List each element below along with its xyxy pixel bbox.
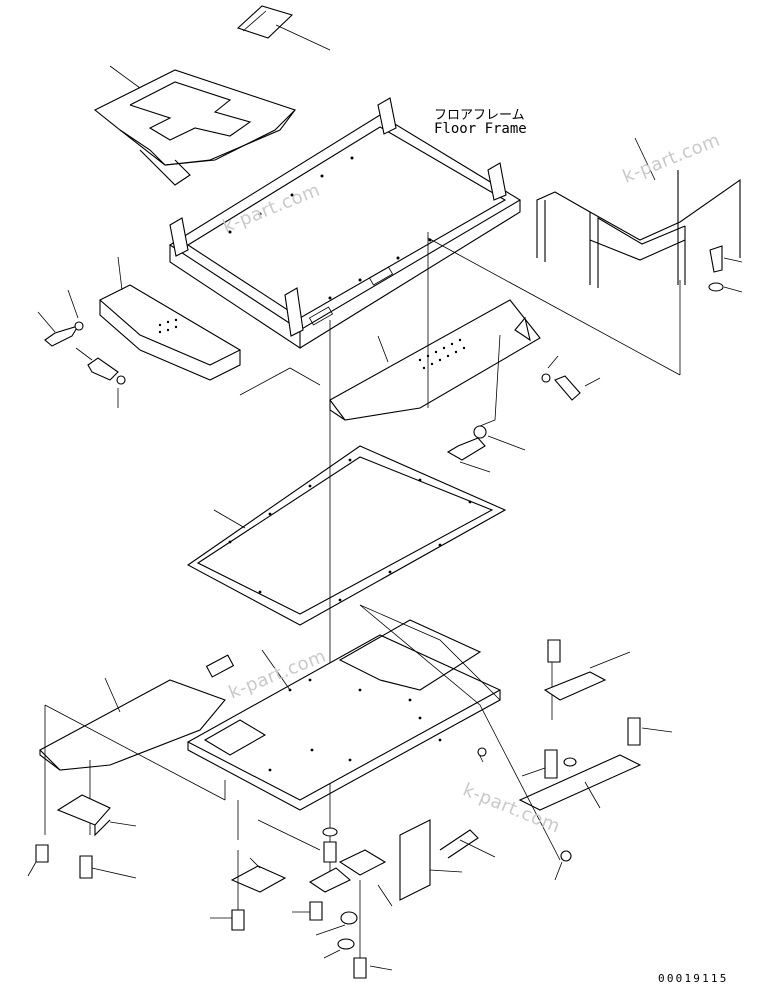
floor-mat xyxy=(93,65,297,186)
document-number: 00019115 xyxy=(658,972,729,985)
left-side-panel xyxy=(39,677,226,835)
left-floor-plate xyxy=(99,256,321,396)
small-top-plate xyxy=(236,5,331,51)
gasket-seal xyxy=(186,445,507,626)
right-bolts xyxy=(446,334,601,473)
handrail-bolt xyxy=(708,245,743,293)
bottom-center-bolts xyxy=(210,827,393,979)
lower-right-hardware xyxy=(359,604,673,901)
floor-frame-label-en: Floor Frame xyxy=(434,121,527,137)
floor-frame xyxy=(168,97,522,350)
bottom-left-hardware xyxy=(27,794,137,879)
floor-frame-label-jp: フロアフレーム xyxy=(434,108,525,123)
handrail xyxy=(536,137,741,288)
bottom-center-brackets xyxy=(224,780,393,915)
left-bolts xyxy=(37,289,126,408)
right-floor-plate xyxy=(329,232,681,421)
main-floor-plate xyxy=(186,604,502,811)
